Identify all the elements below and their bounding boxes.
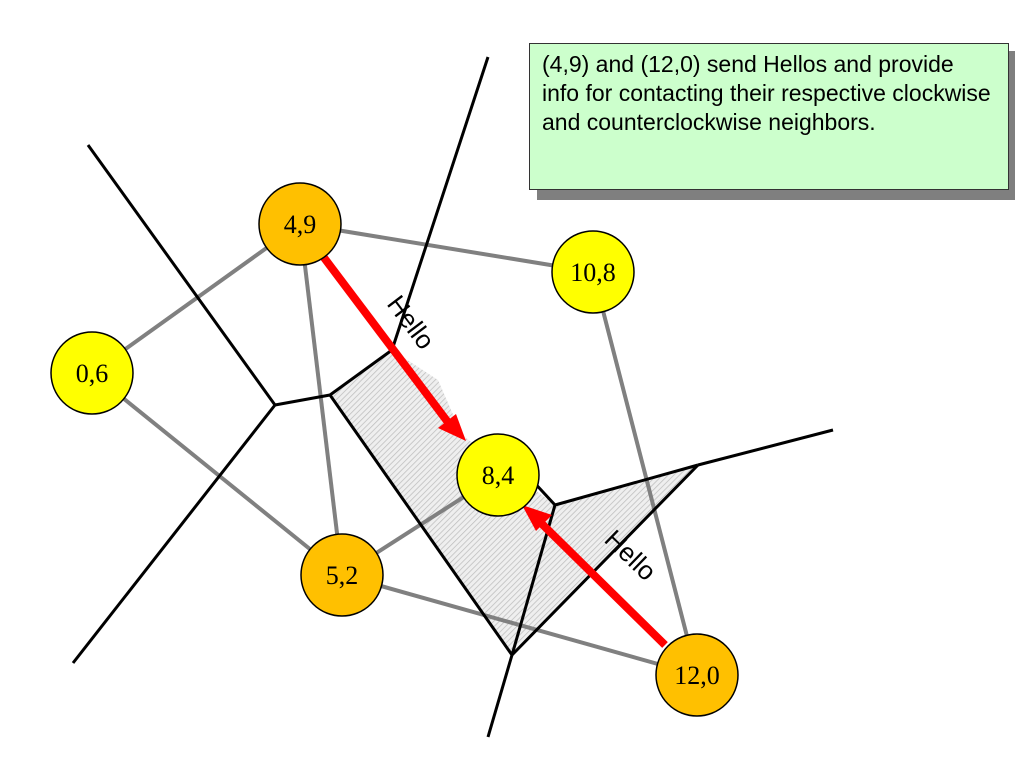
node-label-8-4: 8,4 (482, 461, 515, 490)
voronoi-edges (71, 56, 834, 738)
link-4-9-10-8 (299, 222, 594, 274)
callout-text: (4,9) and (12,0) send Hellos and provide… (542, 51, 991, 135)
region-8-4 (330, 350, 555, 655)
link-4-9-5-2 (298, 223, 344, 576)
voronoi-edge (86, 144, 277, 406)
link-10-8-12-0 (591, 271, 699, 676)
hello-arrow-12-0-head (522, 505, 552, 531)
neighbor-links (90, 222, 699, 677)
node-label-0-6: 0,6 (76, 359, 109, 388)
node-4-9 (258, 182, 342, 266)
voronoi-edge (390, 56, 490, 351)
node-label-10-8: 10,8 (570, 258, 616, 287)
link-0-6-5-2 (90, 371, 344, 577)
hello-arrow-4-9-shaft (318, 252, 454, 428)
link-4-9-0-6 (90, 222, 302, 375)
node-8-4 (456, 433, 540, 517)
hello-arrow-4-9-head (438, 414, 466, 441)
node-12-0 (655, 633, 739, 717)
node-0-6 (50, 331, 134, 415)
voronoi-edge (274, 393, 331, 407)
node-labels: 4,9 10,8 0,6 8,4 5,2 12,0 (76, 210, 720, 690)
hello-arrows (318, 252, 668, 648)
voronoi-edge (510, 463, 700, 657)
voronoi-edge (697, 428, 834, 467)
voronoi-edge (328, 394, 514, 656)
nodes (50, 182, 739, 717)
voronoi-edge (554, 463, 699, 507)
node-5-2 (300, 533, 384, 617)
voronoi-edge (71, 404, 277, 664)
node-label-12-0: 12,0 (674, 661, 720, 690)
voronoi-edge (329, 348, 393, 397)
node-label-4-9: 4,9 (284, 210, 317, 239)
node-10-8 (551, 230, 635, 314)
voronoi-edge (486, 654, 514, 738)
node-label-5-2: 5,2 (326, 561, 359, 590)
callout-box: (4,9) and (12,0) send Hellos and provide… (529, 43, 1009, 190)
hello-arrow-12-0-shaft (537, 519, 668, 648)
